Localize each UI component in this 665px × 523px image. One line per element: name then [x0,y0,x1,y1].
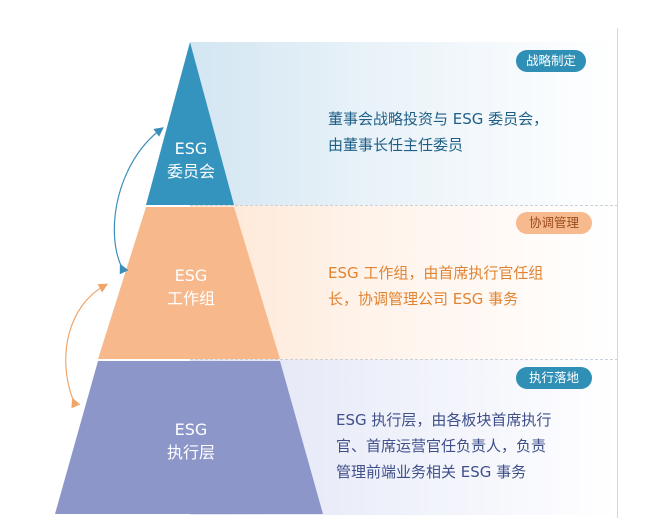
right-border-line [617,28,618,518]
band-divider [190,359,618,360]
level-label-execution: ESG 执行层 [158,418,224,464]
level-label-line: ESG [174,266,208,285]
description-line: 长，协调管理公司 ESG 事务 [328,290,519,308]
level-label-committee: ESG 委员会 [158,137,224,183]
description-line: 官、首席运营官任负责人，负责 [336,437,547,455]
level-label-line: ESG [174,420,208,439]
level-label-line: ESG [174,139,208,158]
feedback-arrow-upper [113,127,164,275]
tag-strategy: 战略制定 [516,50,586,72]
level-label-working-group: ESG 工作组 [158,264,224,310]
tag-execution: 执行落地 [516,367,592,389]
feedback-arrow-lower [65,283,109,409]
level-label-line: 委员会 [166,162,215,181]
level-label-line: 执行层 [166,443,215,462]
pyramid-top-tier [146,42,234,205]
description-line: 董事会战略投资与 ESG 委员会， [328,110,549,128]
pyramid-bottom-tier [55,361,323,514]
tag-coordination: 协调管理 [516,212,592,234]
description-line: ESG 工作组，由首席执行官任组 [328,264,544,282]
description-line: 由董事长任主任委员 [328,136,464,154]
level-label-line: 工作组 [166,289,215,308]
description-committee: 董事会战略投资与 ESG 委员会， 由董事长任主任委员 [328,106,578,158]
description-line: ESG 执行层，由各板块首席执行 [336,411,552,429]
band-divider [190,205,618,206]
description-execution: ESG 执行层，由各板块首席执行 官、首席运营官任负责人，负责 管理前端业务相关… [336,407,596,485]
description-line: 管理前端业务相关 ESG 事务 [336,463,527,481]
description-working-group: ESG 工作组，由首席执行官任组 长，协调管理公司 ESG 事务 [328,260,578,312]
